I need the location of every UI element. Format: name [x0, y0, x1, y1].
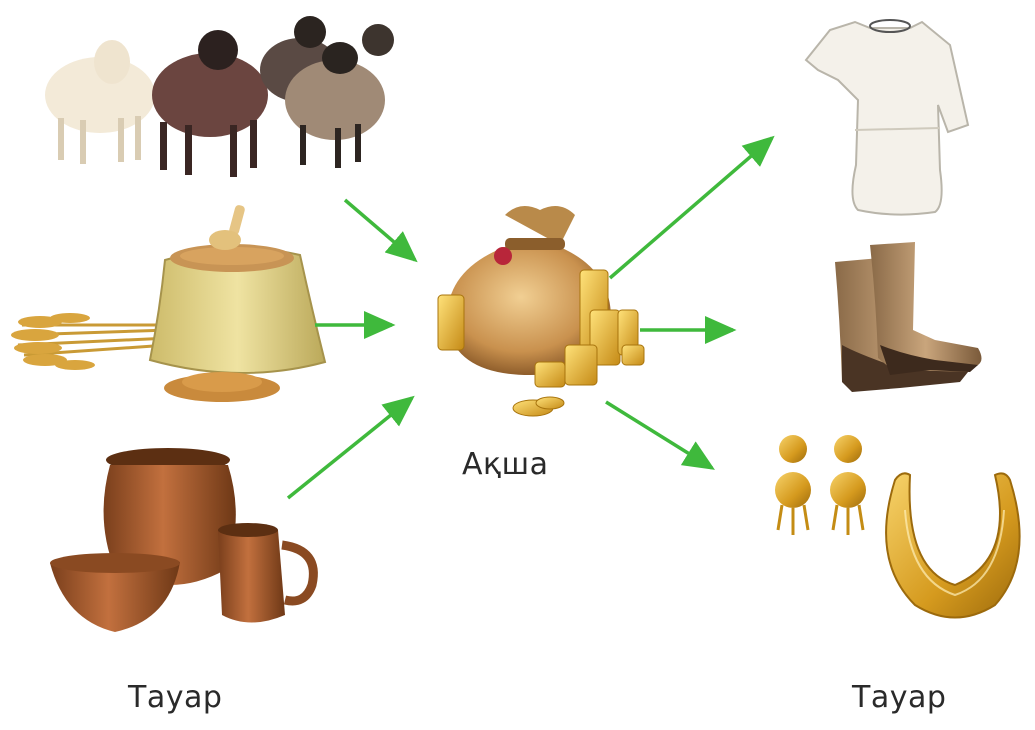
arrow-money-to-jewelry — [606, 402, 712, 468]
boots-icon — [835, 242, 982, 392]
arrow-sheep-to-money — [345, 200, 415, 260]
shirt-icon — [806, 20, 968, 215]
goods-label-right: Тауар — [852, 680, 946, 715]
money-label: Ақша — [462, 447, 548, 482]
grain-sack-icon — [11, 204, 325, 402]
goods-label-left: Тауар — [128, 680, 222, 715]
arrow-money-to-shirt — [610, 138, 772, 278]
clay-pottery-icon — [50, 448, 313, 632]
money-bag-coins-icon — [438, 206, 644, 416]
arrow-pottery-to-money — [288, 398, 412, 498]
gold-jewelry-icon — [775, 435, 1020, 618]
sheep-flock-icon — [45, 16, 394, 177]
